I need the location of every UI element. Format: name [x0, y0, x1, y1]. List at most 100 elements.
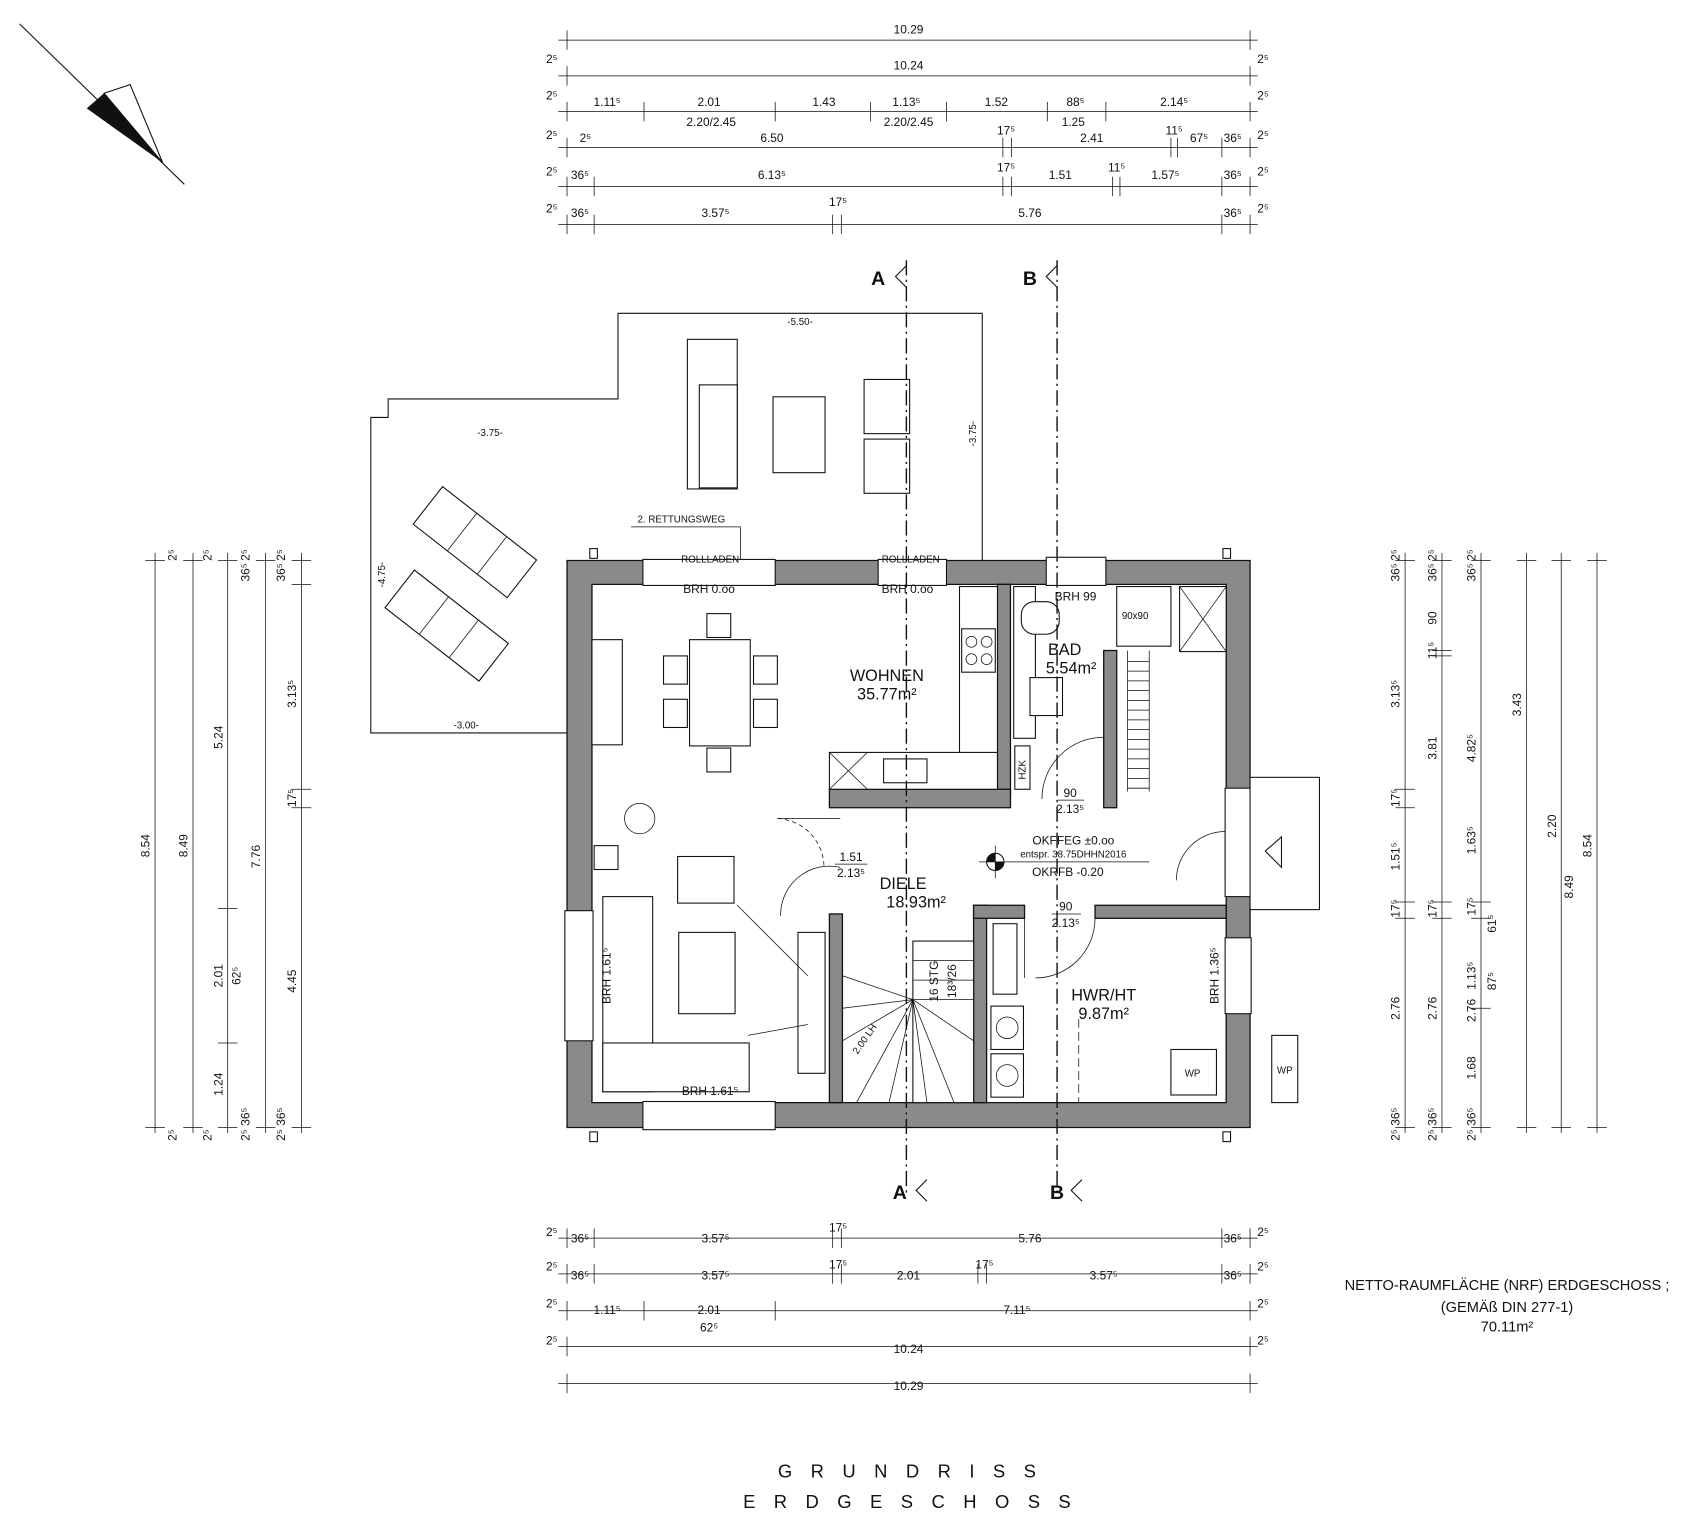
dimension-label: 61⁵ — [1485, 915, 1499, 933]
dimension-label: 5.76 — [1018, 1231, 1042, 1245]
dimension-label: 90 — [1426, 611, 1440, 625]
terrace-dim-top: -5.50- — [787, 317, 812, 328]
dimension-label: 2⁵ — [1257, 52, 1269, 66]
dimension-label: 2⁵ — [238, 1129, 252, 1141]
rettungsweg-label: 2. RETTUNGSWEG — [638, 515, 726, 526]
wp-label: WP — [1277, 1065, 1293, 1076]
armchair — [677, 855, 735, 904]
upper-staircase — [1127, 660, 1150, 789]
stairs-ratio: 18³/26 — [945, 964, 959, 998]
dimension-label: 3.57⁵ — [702, 1268, 730, 1282]
dimension-label: 1.51⁵ — [1389, 842, 1403, 870]
door-width: 90 — [1063, 786, 1077, 800]
dryer-icon — [990, 1053, 1025, 1098]
dimension-label: 2⁵ — [166, 549, 180, 561]
dimension-label: 17⁵ — [1426, 899, 1440, 917]
sun-lounger — [384, 569, 510, 682]
door-width: 1.51 — [839, 850, 863, 864]
terrace-dim-mid: -3.75- — [477, 428, 502, 439]
kitchen-sink — [883, 758, 928, 784]
dimension-label: 17⁵ — [829, 1257, 847, 1271]
stove-icon — [593, 845, 619, 871]
brh-label: BRH 1.61⁵ — [682, 1084, 739, 1098]
dimension-label: 2⁵ — [1426, 549, 1440, 561]
dimension-label: 3.57⁵ — [1090, 1268, 1118, 1282]
room-bad-name: BAD — [1048, 641, 1081, 659]
dimension-label: 2⁵ — [546, 1260, 558, 1274]
dimension-label: 17⁵ — [1389, 789, 1403, 807]
dimension-label: 1.13⁵ — [892, 95, 920, 109]
dimension-label: 6.50 — [760, 131, 784, 145]
dimension-label: 6.13⁵ — [758, 168, 786, 182]
dimension-label: 2⁵ — [1257, 201, 1269, 215]
dimension-label: 2⁵ — [1257, 128, 1269, 142]
door-height: 2.13⁵ — [1052, 916, 1080, 930]
net-area-summary: NETTO-RAUMFLÄCHE (NRF) ERDGESCHOSS ; (GE… — [1345, 1277, 1670, 1335]
dimension-label: 2⁵ — [546, 1297, 558, 1311]
armchair-round — [624, 802, 656, 835]
dimension-label: 2.01 — [697, 95, 721, 109]
dimension-label: 2⁵ — [546, 1333, 558, 1347]
dimension-label: 62⁵ — [700, 1320, 718, 1334]
brh-label: BRH 1.61⁵ — [599, 947, 613, 1004]
dimension-label: 2⁵ — [1257, 1297, 1269, 1311]
dimension-label: 36⁵ — [1224, 168, 1242, 182]
doors — [777, 736, 1226, 1103]
dimension-label: 10.24 — [894, 1342, 924, 1356]
dimension-label: 8.49 — [177, 834, 191, 858]
dimension-label: 36⁵ — [274, 563, 288, 581]
dimension-label: 36⁵ — [571, 168, 589, 182]
dimension-label: 2⁵ — [1465, 549, 1479, 561]
section-a-top-label: A — [871, 268, 885, 290]
section-a-bottom-label: A — [893, 1182, 907, 1204]
summary-total: 70.11m² — [1481, 1319, 1534, 1335]
dimension-label: 4.45 — [285, 969, 299, 993]
dimension-label: 2.76 — [1465, 998, 1479, 1022]
dimension-label: 2.14⁵ — [1160, 95, 1188, 109]
terrace-chair — [863, 438, 911, 494]
dimension-label: 5.76 — [1018, 206, 1042, 220]
dimension-label: 1.63⁵ — [1465, 826, 1479, 854]
section-b-top-label: B — [1023, 268, 1037, 290]
dimension-label: 17⁵ — [285, 789, 299, 807]
room-diele-name: DIELE — [880, 875, 927, 893]
stairs-count: 16 STG — [927, 961, 941, 1002]
section-b-bottom-label: B — [1050, 1182, 1064, 1204]
dimension-label: 17⁵ — [997, 123, 1015, 137]
sideboard — [591, 639, 623, 746]
hzk-label: HZK — [1018, 760, 1029, 780]
shower — [1116, 585, 1172, 647]
dimension-label: 3.57⁵ — [702, 206, 730, 220]
room-diele-area: 18.93m² — [886, 893, 946, 911]
dimension-label: 3.57⁵ — [702, 1231, 730, 1245]
dimension-label: 1.13⁵ — [1465, 962, 1479, 990]
dimension-label: 10.29 — [894, 23, 924, 37]
dimension-label: 36⁵ — [571, 1268, 589, 1282]
brh-label: BRH 0.oo — [882, 582, 934, 596]
level-okrfb: OKRFB -0.20 — [1032, 865, 1104, 879]
room-wohnen-name: WOHNEN — [850, 667, 924, 685]
dimension-label: 67⁵ — [1190, 131, 1208, 145]
dimension-label: 2⁵ — [580, 131, 592, 145]
dimension-label: 36⁵ — [1426, 1108, 1440, 1126]
rollladen-label: ROLLLADEN — [882, 555, 940, 566]
dimension-label: 17⁵ — [829, 1221, 847, 1235]
door-height: 2.13⁵ — [1056, 802, 1084, 816]
title-line-1: GRUNDRISS — [778, 1461, 1054, 1482]
dimension-label: 2⁵ — [274, 549, 288, 561]
dimension-label: 2.20 — [1545, 814, 1559, 838]
dimension-label: 1.68 — [1465, 1056, 1479, 1080]
dimension-label: 36⁵ — [238, 563, 252, 581]
dimension-label: 88⁵ — [1066, 95, 1084, 109]
dimension-label: 1.51 — [1049, 168, 1073, 182]
dimension-label: 2⁵ — [200, 1129, 214, 1141]
rollladen-label: ROLLLADEN — [681, 555, 739, 566]
washer-icon — [990, 1005, 1025, 1051]
dimension-label: 1.57⁵ — [1151, 168, 1179, 182]
dimension-label: 2⁵ — [238, 549, 252, 561]
terrace-chair — [863, 378, 911, 435]
tv-unit — [797, 931, 826, 1074]
dimension-label: 36⁵ — [1224, 1231, 1242, 1245]
cooktop-icon — [961, 628, 996, 673]
